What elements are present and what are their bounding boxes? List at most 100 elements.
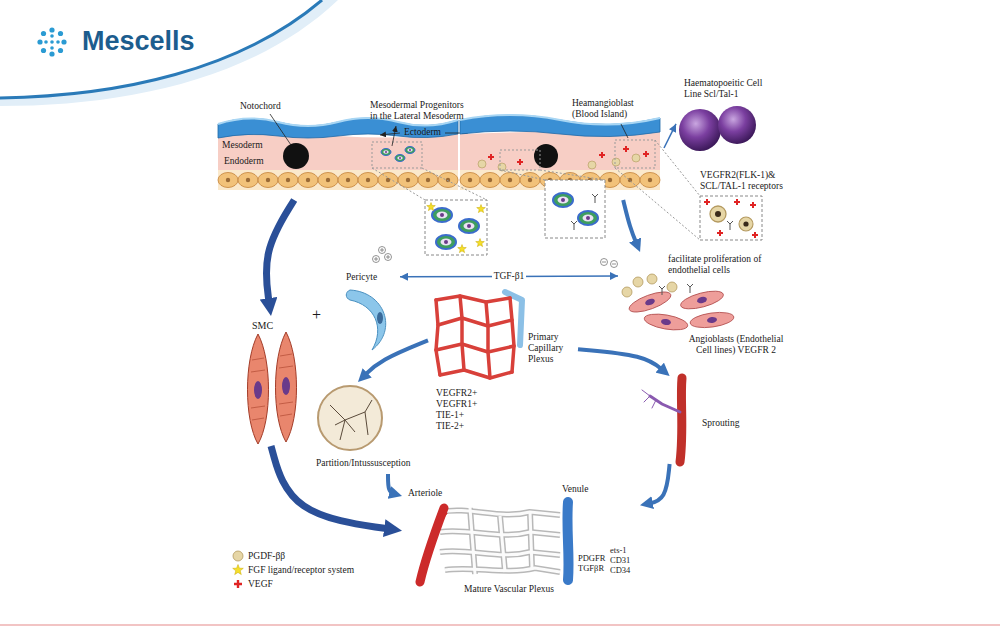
embryo-section-left [378, 173, 398, 188]
charge-symbols [373, 256, 380, 263]
zoom-inset [436, 235, 456, 249]
logo-icon [49, 51, 54, 56]
vessel-network: Partition/Intussusception [316, 382, 436, 474]
mature-plexus [440, 512, 446, 520]
zoom-inset [458, 245, 467, 253]
logo-icon [49, 27, 54, 32]
capillary-plexus [440, 370, 512, 378]
sprouting-vessel [680, 378, 682, 462]
node-label: Venule [562, 484, 596, 495]
zoom-inset [727, 221, 733, 230]
node-label: PDGFR TGFβR [578, 554, 610, 574]
embryo-section-right [520, 173, 540, 188]
legend-label: FGF ligand/receptor system [248, 565, 354, 576]
angioblast-cells [643, 311, 689, 332]
connector-arrow [388, 474, 395, 494]
logo-icon [56, 40, 60, 44]
legend-swatch [232, 578, 244, 590]
cell-group: Haematopoeitic Cell Line Scl/Tal-1 [676, 78, 770, 152]
zoom-inset [734, 199, 740, 205]
embryo-section-right [615, 140, 655, 168]
vessel-network: Primary Capillary PlexusVEGFR2+ VEGFR1+ … [428, 288, 578, 434]
node-label: Primary Capillary Plexus [528, 332, 576, 365]
embryo-section-left [381, 149, 391, 156]
part-label: Ectoderm [404, 127, 441, 138]
embryo-section-left [218, 173, 238, 188]
zoom-inset [372, 168, 425, 200]
connector-group [266, 124, 676, 529]
angioblast-cells [627, 288, 673, 316]
node-label: Sprouting [702, 418, 746, 429]
node-label: Partition/Intussusception [316, 458, 434, 469]
sprouting-vessel [642, 378, 682, 462]
zoom-inset [476, 239, 485, 247]
embryo-section: Heamangioblast (Blood Island) [460, 96, 664, 200]
embryo-section-right [488, 154, 494, 160]
logo-icon [37, 27, 66, 56]
embryo-section-right [460, 115, 660, 190]
cell-group: facilitate proliferation of endothelial … [618, 252, 796, 372]
capillary-plexus [436, 296, 514, 378]
embryo-section-right [500, 150, 540, 170]
capillary-plexus [436, 300, 440, 375]
node-label: SMC [252, 320, 292, 332]
embryo-section-left [338, 173, 358, 188]
logo-text: Mescells [82, 26, 195, 57]
node-label: facilitate proliferation of endothelial … [668, 254, 768, 276]
smooth-muscle-cells [248, 332, 297, 444]
angioblast-cells [667, 282, 677, 292]
logo-icon [50, 40, 54, 44]
logo-icon [37, 39, 42, 44]
embryo-section-left [380, 133, 400, 135]
zoom-inset [422, 168, 487, 200]
vessel-network: ArterioleVenulePDGFR TGFβRets-1 CD31 CD3… [402, 482, 640, 598]
charge-symbols [611, 261, 618, 268]
embryo-section-left [405, 147, 415, 154]
embryo-section-left [278, 173, 298, 188]
logo-icon [61, 39, 66, 44]
embryo-section-right [623, 146, 629, 152]
header-band [0, 0, 322, 98]
angioblast-cells [647, 274, 657, 284]
capillary-plexus [436, 296, 510, 302]
zoom-inset [710, 206, 726, 222]
pericyte-cell [377, 312, 383, 324]
cell-group: SMC [238, 316, 304, 446]
angioblast-cells [689, 310, 735, 330]
embryo-section-left [298, 173, 318, 188]
angioblast-cells [633, 277, 643, 287]
footer-line [0, 624, 1000, 626]
edge-label: TGF-β1 [492, 271, 527, 282]
mature-plexus [420, 502, 569, 582]
smooth-muscle-cells [248, 334, 269, 444]
zoom-inset [372, 140, 762, 255]
node-label: Angioblasts (Endothelial Cell lines) VEG… [684, 334, 788, 356]
intussusception-figure [330, 400, 372, 440]
legend-swatch [234, 580, 242, 588]
legend-item: FGF ligand/receptor system [232, 564, 354, 576]
capillary-plexus [436, 292, 522, 378]
embryo-section-left [218, 114, 468, 190]
angioblast-cells [679, 288, 725, 313]
capillary-plexus [438, 318, 512, 326]
zoom-inset [615, 168, 700, 240]
smooth-muscle-cells [282, 377, 290, 395]
zoom-inset [578, 211, 598, 225]
embryo-section-right [500, 173, 520, 188]
embryo-section-right [588, 161, 596, 169]
legend-item: VEGF [232, 578, 273, 590]
logo-icon [50, 46, 54, 50]
zoom-inset [500, 170, 545, 180]
logo-icon [50, 34, 54, 38]
embryo-section-right [620, 173, 640, 188]
legend-label: PGDF-ββ [248, 551, 285, 562]
connector-arrow [623, 200, 637, 246]
capillary-plexus [486, 302, 490, 378]
node-label: VEGFR2+ VEGFR1+ TIE-1+ TIE-2+ [436, 388, 480, 432]
haematopoietic-cells [718, 106, 756, 144]
angioblast-cells [687, 284, 693, 293]
embryo-section-left [438, 173, 458, 188]
embryo-section-right [460, 115, 660, 137]
node-label: Haematopoeitic Cell Line Scl/Tal-1 [684, 78, 768, 100]
